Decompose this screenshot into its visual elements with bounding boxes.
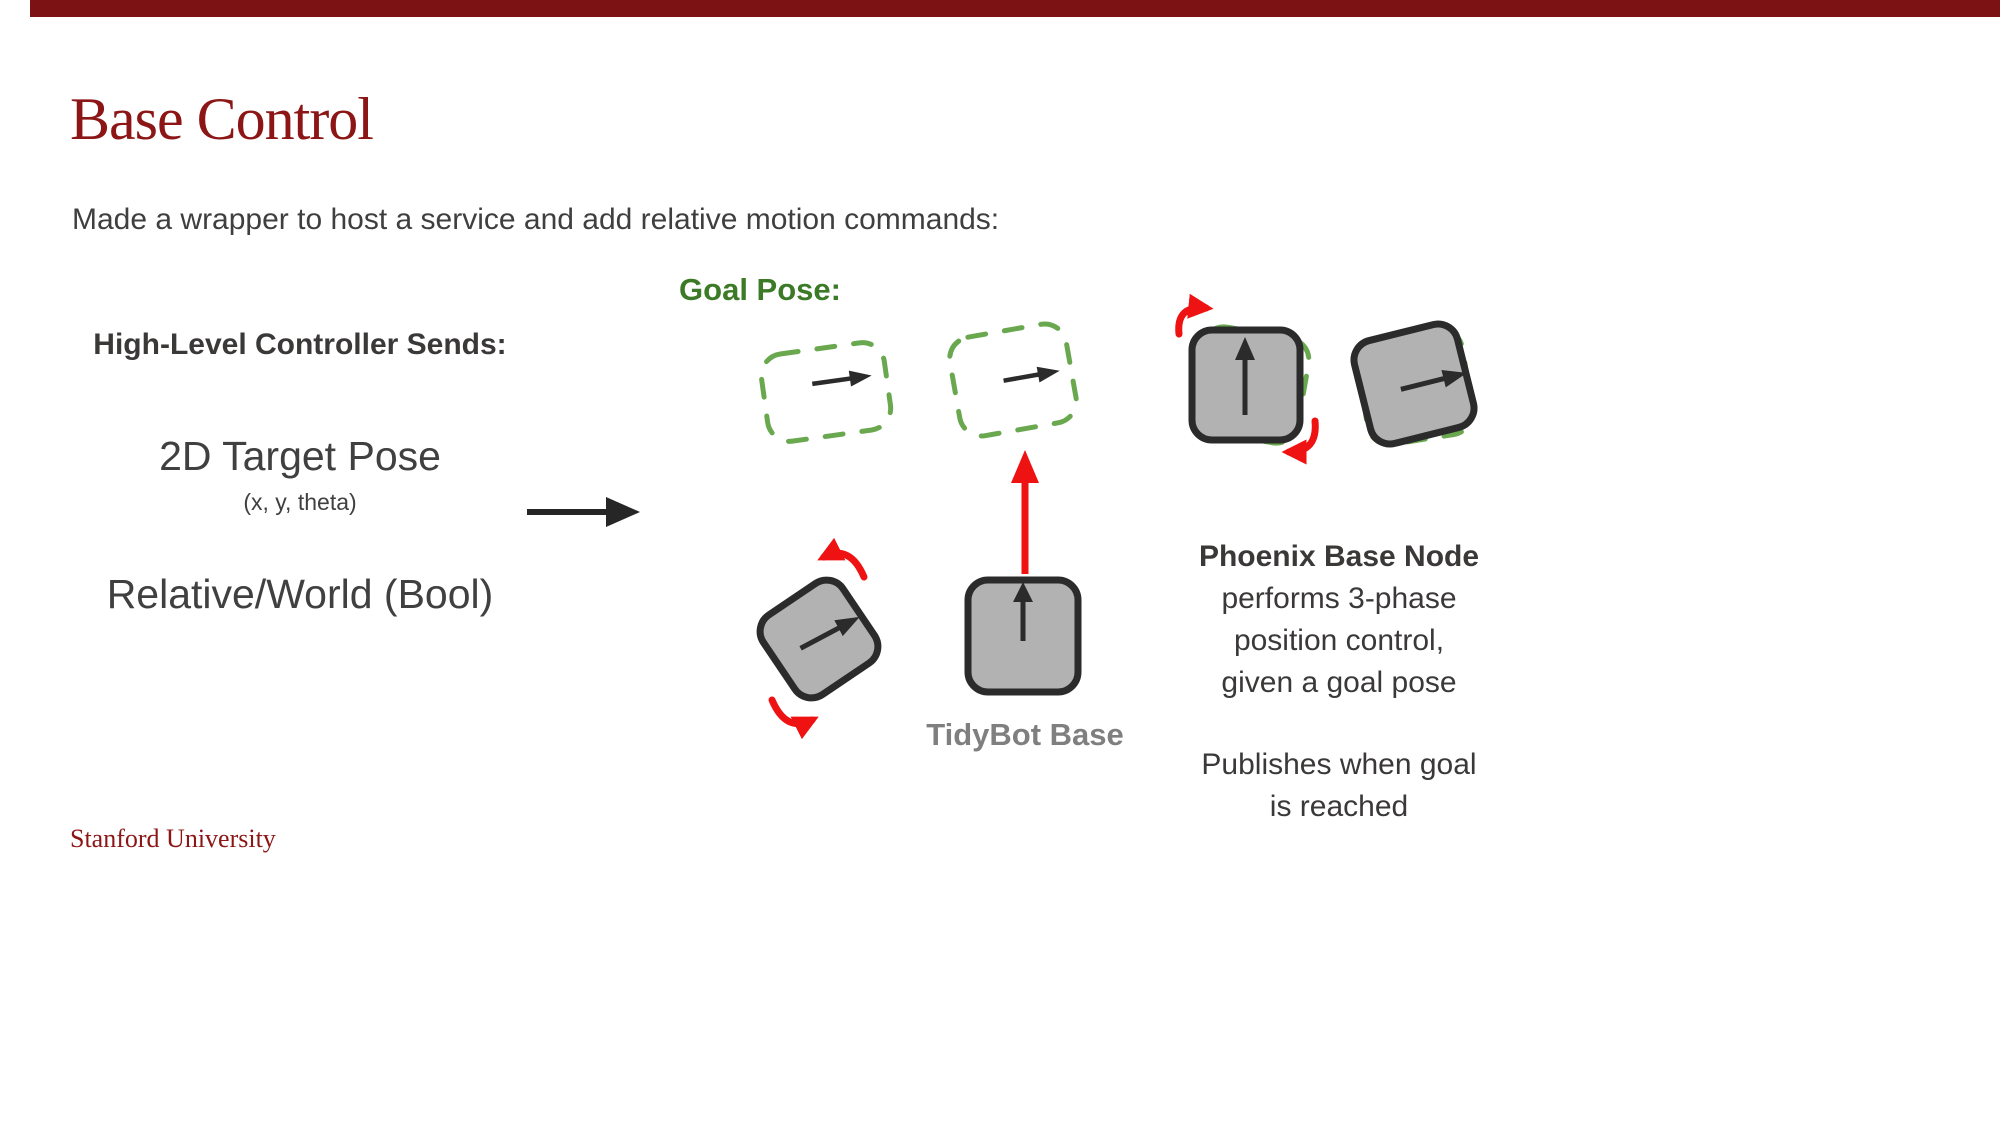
heading-arrow-2 — [1003, 366, 1060, 383]
phoenix-node-line: position control, — [1233, 624, 1445, 657]
translation-arrow — [1011, 450, 1039, 574]
goal-pose-box-1 — [758, 340, 894, 444]
left-panel-heading: High-Level Controller Sends: — [93, 328, 507, 361]
phoenix-node-line: performs 3-phase — [1221, 582, 1457, 615]
phoenix-node-heading: Phoenix Base Node — [1198, 540, 1480, 573]
base-heading-arrow — [1235, 337, 1255, 415]
frame-bool-item: Relative/World (Bool) — [106, 571, 494, 617]
stanford-footer: Stanford University — [70, 824, 276, 853]
heading-arrow-1 — [811, 370, 872, 387]
phoenix-node-text: Phoenix Base Node performs 3-phase posit… — [1179, 536, 1499, 828]
phase-reached-group — [1350, 320, 1478, 448]
rotated-base-box — [756, 537, 882, 740]
rotation-arc-bottom-right — [1281, 417, 1319, 465]
publishes-line: is reached — [1269, 790, 1409, 823]
rotation-arc-top — [817, 537, 868, 581]
tidybot-base-label: TidyBot Base — [926, 717, 1124, 752]
phoenix-node-line: given a goal pose — [1221, 666, 1457, 699]
target-pose-detail: (x, y, theta) — [243, 489, 357, 515]
rotation-arc-top-left — [1175, 293, 1214, 338]
slide-subtitle: Made a wrapper to host a service and add… — [72, 203, 1000, 236]
flow-arrow — [527, 497, 640, 527]
page-title: Base Control — [70, 86, 374, 152]
rotation-arc-bottom — [768, 696, 819, 740]
base-heading-arrow — [1400, 369, 1467, 392]
goal-pose-label: Goal Pose: — [679, 272, 841, 307]
base-heading-arrow — [799, 616, 860, 651]
tidybot-base-box — [964, 576, 1082, 696]
target-pose-item: 2D Target Pose — [159, 433, 441, 479]
publishes-line: Publishes when goal — [1201, 748, 1477, 781]
goal-pose-box-2 — [947, 321, 1079, 439]
top-accent-bar — [30, 0, 2000, 17]
tidybot-heading-arrow — [1013, 582, 1033, 641]
phase-rotate-group — [1175, 293, 1319, 465]
